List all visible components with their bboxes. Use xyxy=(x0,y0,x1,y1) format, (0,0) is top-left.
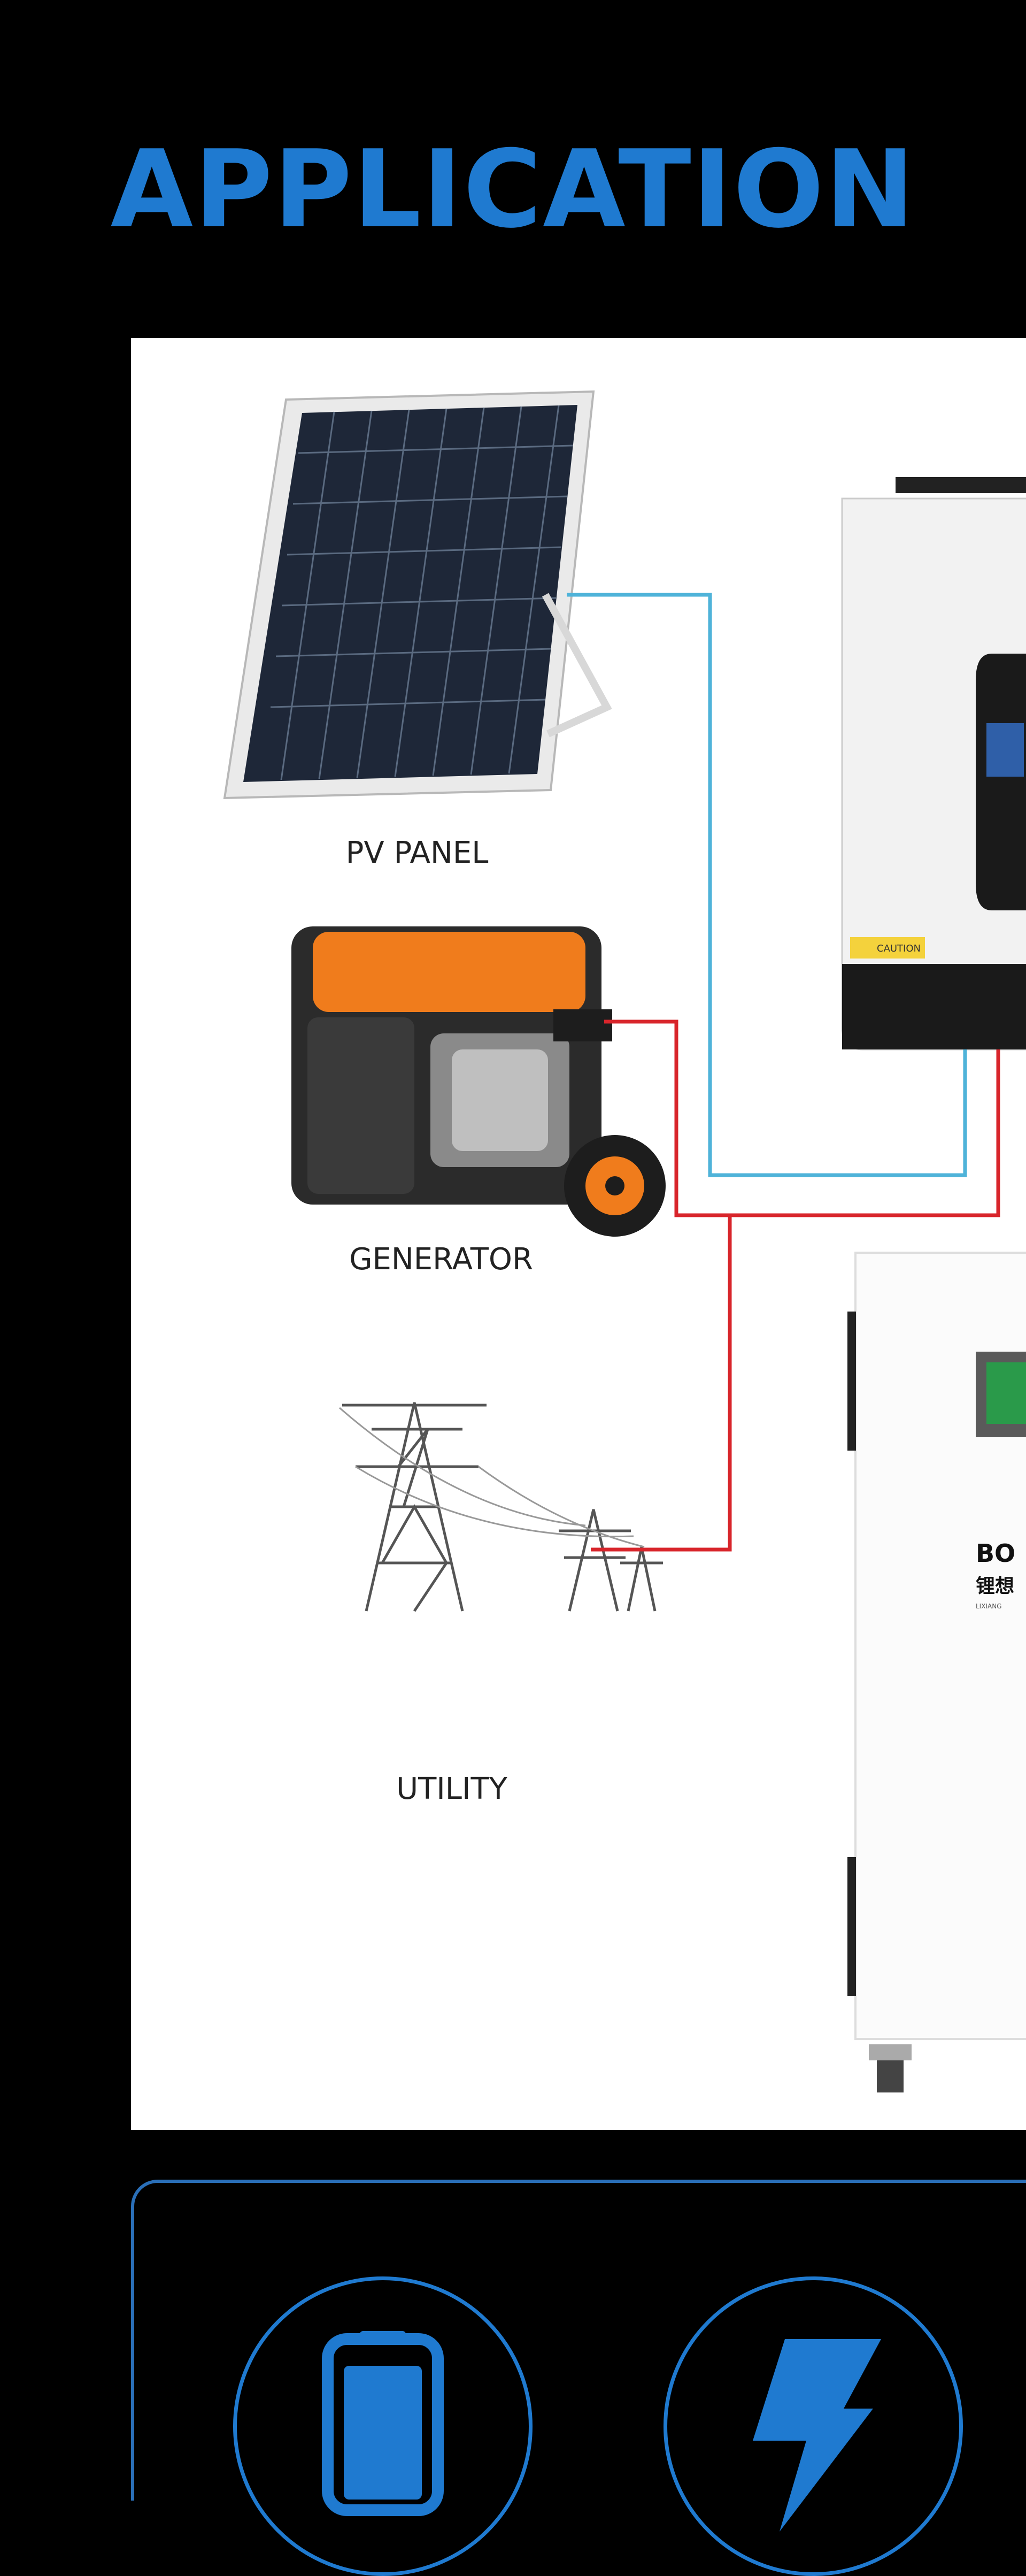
battery-brand-text: BO xyxy=(976,1539,1015,1568)
lightning-icon xyxy=(753,2339,881,2532)
pv-panel-label: PV PANEL xyxy=(345,835,489,870)
pv-connection-line xyxy=(567,593,967,1177)
application-diagram: CAUTION BO 锂想 LIXIANG PV PANEL GENERATOR… xyxy=(131,338,1026,2130)
inverter-image: CAUTION xyxy=(841,477,1026,1051)
battery-icon xyxy=(322,2331,444,2516)
inverter-caution-label: CAUTION xyxy=(877,943,921,954)
generator-image xyxy=(291,926,666,1237)
battery-feature-circle xyxy=(233,2276,533,2576)
page-title: APPLICATION xyxy=(110,127,916,252)
battery-brand-cn-text: 锂想 xyxy=(976,1575,1014,1597)
utility-connection-line xyxy=(591,1215,732,1552)
utility-label: UTILITY xyxy=(396,1772,507,1806)
battery-brand-sub-text: LIXIANG xyxy=(976,1603,1001,1610)
battery-image: BO 锂想 LIXIANG xyxy=(847,1252,1026,2092)
features-panel xyxy=(131,2180,1026,2576)
pv-panel-image xyxy=(223,390,612,800)
power-feature-circle xyxy=(664,2276,963,2576)
utility-towers-image xyxy=(339,1402,663,1612)
generator-connection-line xyxy=(604,1019,1000,1217)
generator-label: GENERATOR xyxy=(349,1242,533,1277)
